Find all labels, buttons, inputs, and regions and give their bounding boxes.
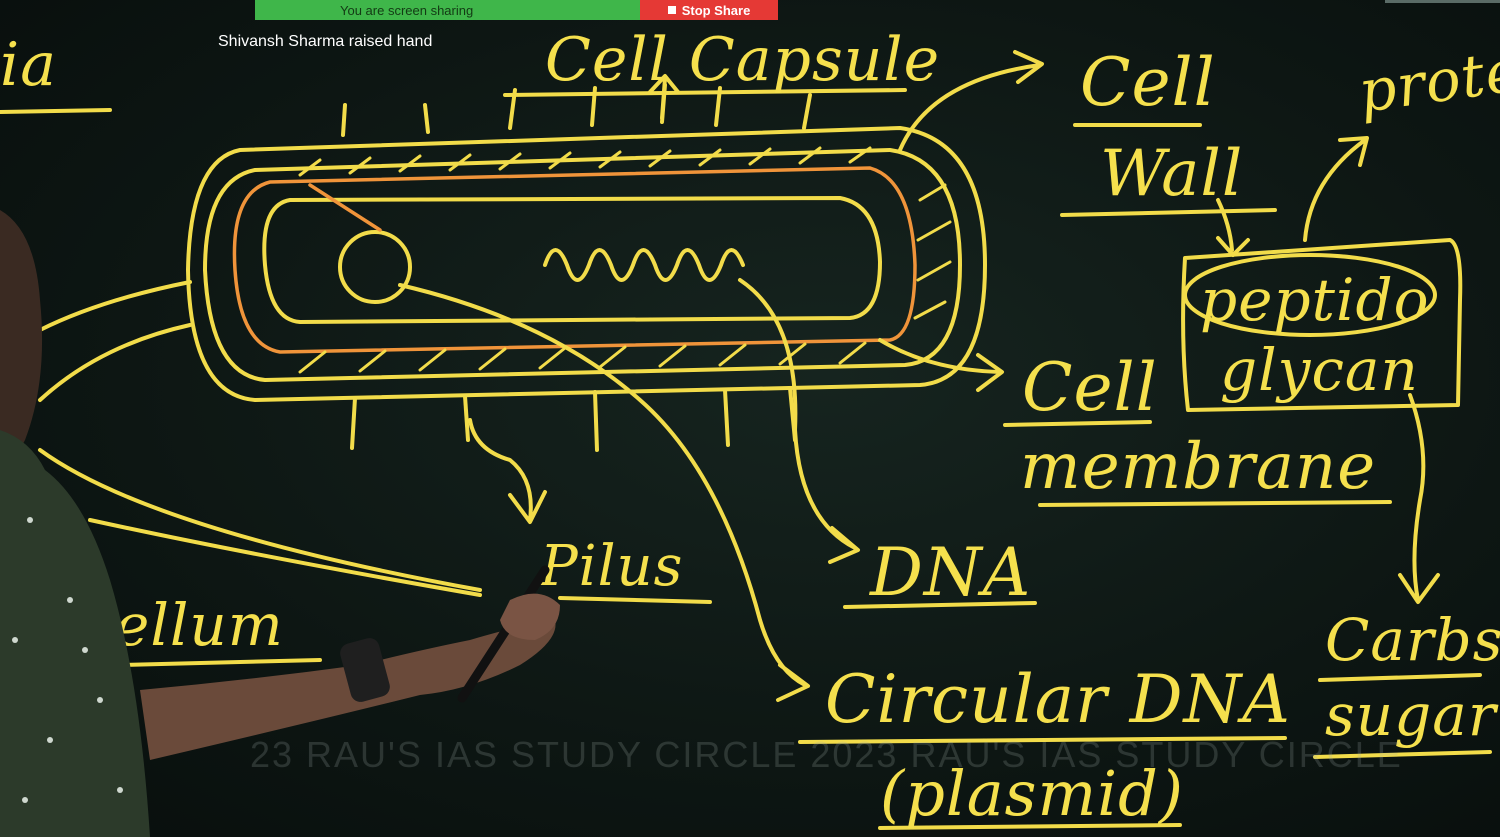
stop-share-button[interactable]: Stop Share: [640, 0, 778, 20]
label-protein: protei: [1354, 33, 1500, 126]
label-glycan: glycan: [1220, 336, 1419, 404]
arrow-to-cell-wall: [898, 50, 1044, 152]
flagellum-line-4: [88, 518, 482, 597]
underline-cell-wall-2: [1060, 208, 1277, 217]
screen-share-toolbar: You are screen sharing Stop Share: [255, 0, 778, 20]
label-top-left: ia: [0, 30, 57, 100]
flagellum-line-3: [38, 448, 482, 592]
arrow-to-dna: [738, 278, 860, 564]
plasmid-circle: [338, 230, 412, 304]
underline-top-left: [0, 108, 112, 114]
stop-icon: [667, 6, 676, 14]
flagellum-line-1: [38, 280, 192, 332]
label-sugar: sugar: [1325, 681, 1499, 749]
label-cell-wall-1: Cell: [1080, 44, 1216, 121]
cell-membrane-outline: [232, 166, 917, 354]
flagellum-line-2: [38, 323, 192, 402]
stop-share-label: Stop Share: [681, 2, 751, 18]
label-cell-membrane-2: membrane: [1020, 430, 1376, 504]
label-plasmid: (plasmid): [880, 757, 1184, 830]
watermark-text: 23 RAU'S IAS STUDY CIRCLE 2023 RAU'S IAS…: [250, 734, 1403, 775]
underline-circular-dna: [798, 736, 1287, 744]
cell-wall-hatching: [298, 146, 952, 374]
capsule-bracket: [503, 88, 907, 97]
label-cell-wall-2: Wall: [1100, 137, 1243, 211]
label-cell-membrane-1: Cell: [1022, 349, 1158, 426]
label-peptido: peptido: [1200, 266, 1429, 334]
underline-carbs: [1318, 673, 1482, 682]
arrow-to-circular-dna: [398, 283, 810, 702]
underline-cell: [1003, 420, 1152, 427]
label-flagellum: ellum: [115, 591, 284, 659]
label-cell-capsule: Cell Capsule: [545, 25, 940, 95]
label-dna: DNA: [869, 534, 1031, 611]
cytoplasm-outline: [262, 196, 882, 324]
arrow-to-protein: [1303, 136, 1369, 242]
capsule-outline: [186, 126, 987, 402]
peptido-ellipse: [1183, 253, 1437, 337]
label-carbs: Carbs: [1325, 606, 1500, 674]
label-pilus: Pilus: [539, 534, 683, 599]
underline-flagellum: [118, 658, 322, 667]
underline-membrane: [1038, 500, 1392, 507]
membrane-pointer-line: [308, 183, 382, 232]
window-edge-line: [1385, 0, 1500, 3]
label-circular-dna: Circular DNA: [825, 661, 1291, 738]
presenter-figure: [0, 210, 560, 837]
capsule-arrow: [648, 74, 680, 120]
arrow-to-carbs: [1398, 393, 1440, 604]
arrow-to-pilus: [468, 418, 547, 524]
screen-sharing-status: You are screen sharing: [255, 0, 640, 20]
underline-sugar: [1313, 750, 1492, 759]
arrow-to-cell-membrane: [878, 338, 1004, 392]
dna-coil: [543, 248, 745, 282]
underline-plasmid: [878, 823, 1182, 830]
peptidoglycan-box: [1181, 238, 1463, 412]
underline-pilus: [558, 596, 712, 604]
raised-hand-notification[interactable]: Shivansh Sharma raised hand: [218, 33, 433, 50]
cell-wall-outline: [203, 148, 962, 382]
underline-dna: [843, 601, 1037, 609]
